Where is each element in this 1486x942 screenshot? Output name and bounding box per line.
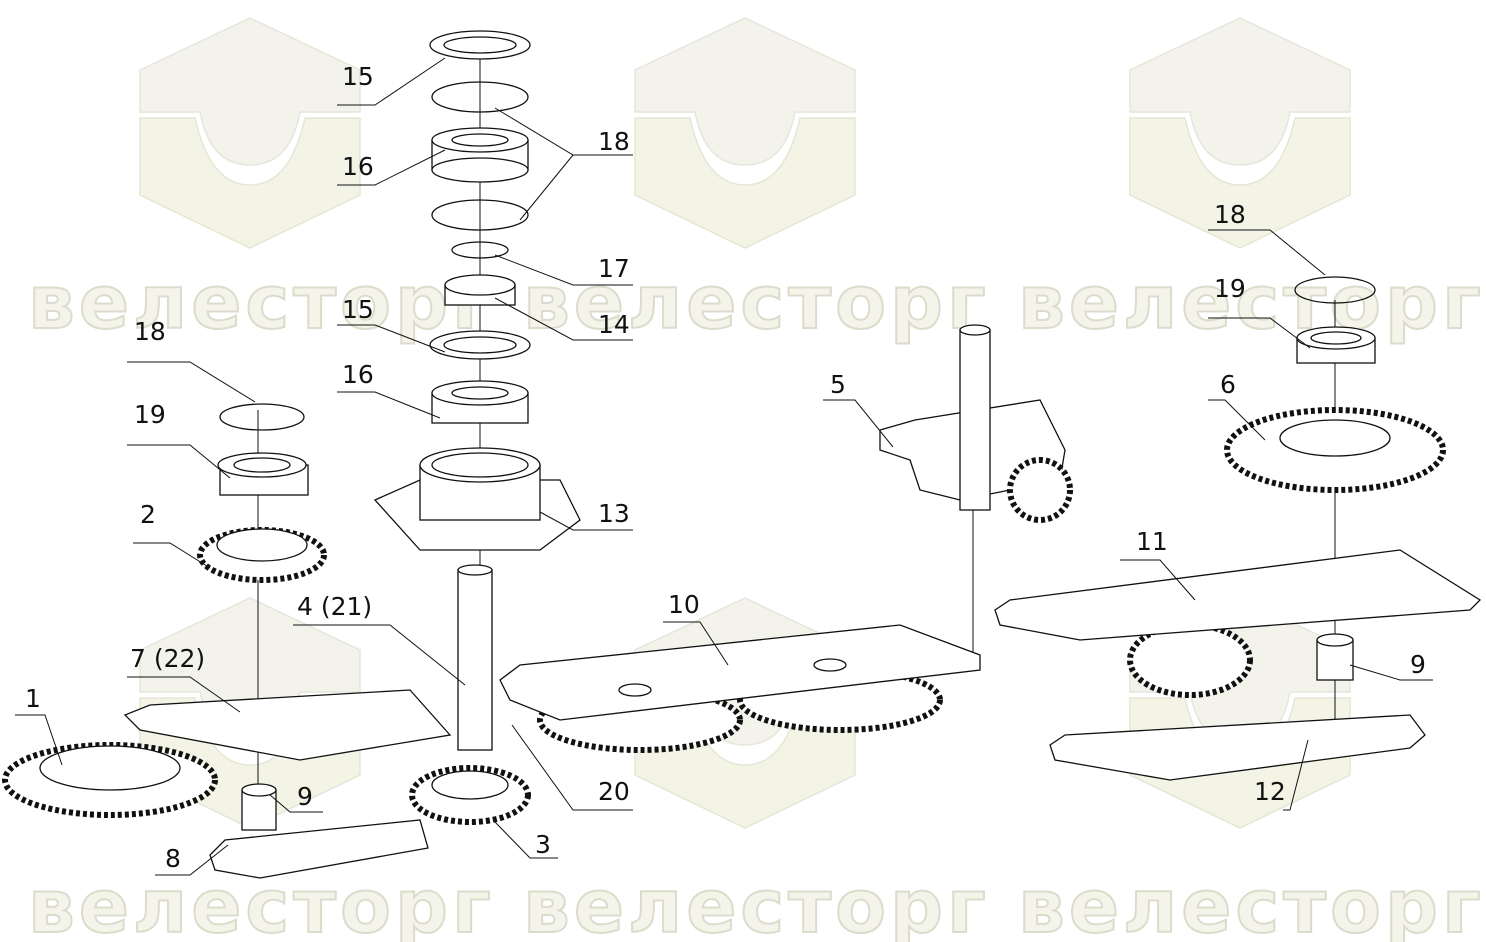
label-4-21: 4 (21): [297, 592, 372, 621]
label-3: 3: [535, 830, 551, 859]
label-8: 8: [165, 844, 181, 873]
watermark-text-1: велесторг: [28, 260, 495, 346]
label-5: 5: [830, 370, 846, 399]
label-18: 18: [598, 127, 630, 156]
label-13: 13: [598, 499, 630, 528]
watermark-text-5: велесторг: [523, 864, 990, 942]
label-20: 20: [598, 777, 630, 806]
part-5-assembly: [879, 324, 1073, 523]
label-16: 16: [342, 360, 374, 389]
label-14: 14: [598, 310, 630, 339]
label-10: 10: [668, 590, 700, 619]
label-7-22: 7 (22): [130, 644, 205, 673]
middle-plate-group: [499, 624, 981, 753]
label-6: 6: [1220, 370, 1236, 399]
left-group-parts: [2, 403, 531, 879]
watermark-text-2: велесторг: [523, 260, 990, 346]
watermark-text-3: велесторг: [1018, 260, 1485, 346]
watermark-logos: [139, 17, 1351, 829]
part-labels: 15 18 16 17 14 15 16 18 19 2 13 5 18 19 …: [25, 62, 1426, 873]
label-9: 9: [297, 782, 313, 811]
label-19: 19: [1214, 274, 1246, 303]
label-15: 15: [342, 62, 374, 91]
label-1: 1: [25, 684, 41, 713]
watermark-text: велесторг велесторг велесторг велесторг …: [27, 259, 1485, 942]
label-11: 11: [1136, 527, 1168, 556]
label-12: 12: [1254, 777, 1286, 806]
center-stack-parts: [373, 30, 581, 751]
right-group-parts: [994, 276, 1482, 781]
label-19: 19: [134, 400, 166, 429]
label-18: 18: [134, 317, 166, 346]
label-15: 15: [342, 295, 374, 324]
label-17: 17: [598, 254, 630, 283]
label-18: 18: [1214, 200, 1246, 229]
label-2: 2: [140, 500, 156, 529]
leader-lines: [15, 57, 1433, 876]
label-16: 16: [342, 152, 374, 181]
watermark-text-6: велесторг: [1018, 864, 1485, 942]
label-9: 9: [1410, 650, 1426, 679]
